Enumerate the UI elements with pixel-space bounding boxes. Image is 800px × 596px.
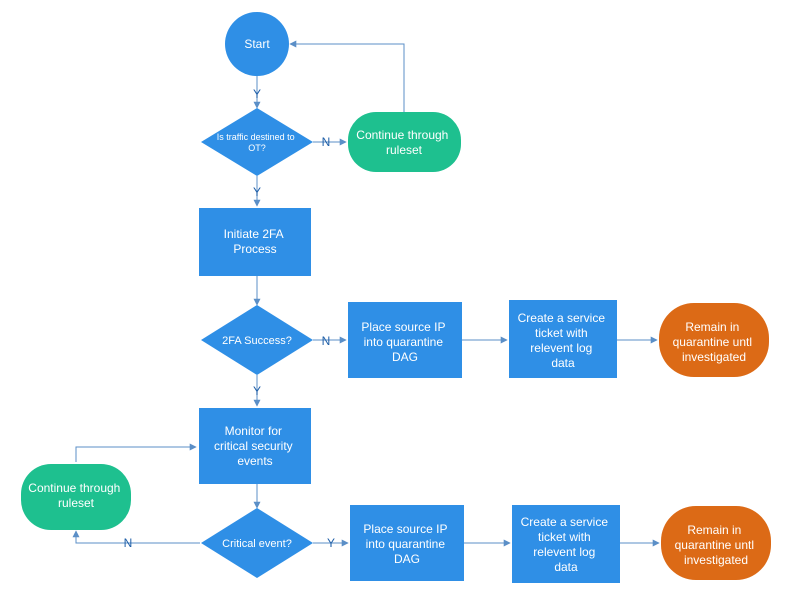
terminal-continue-bottom-line-1: Continue through (28, 481, 120, 495)
edge-label-critical-no: N (124, 536, 133, 550)
terminal-remain-1-line-3: investigated (682, 350, 746, 364)
process-quarantine-1-line-1: Place source IP (361, 320, 445, 334)
decision-critical-event-label: Critical event? (222, 538, 292, 550)
terminal-continue-bottom: Continue through ruleset (21, 464, 131, 530)
process-monitor-line-2: critical security (214, 439, 293, 453)
svg-text:Initiate 2FA Process: Initiate 2FA Process (224, 227, 287, 256)
svg-text:Create a service ticke: Create a service ticket with relevent lo… (521, 515, 612, 574)
nodes: Start Is traffic destined to OT? Continu… (21, 12, 771, 583)
process-ticket-1-line-4: data (551, 356, 575, 370)
edge-label-2fa-yes: Y (253, 384, 261, 398)
edge-labels: Y N Y N Y N Y (124, 87, 335, 550)
process-ticket-2-line-1: Create a service (521, 515, 609, 529)
svg-text:Monitor for critical s: Monitor for critical security events (214, 424, 296, 468)
terminal-continue-bottom-line-2: ruleset (58, 496, 95, 510)
edge-label-ot-yes: Y (253, 185, 261, 199)
process-ticket-2: Create a service ticket with relevent lo… (512, 505, 620, 583)
terminal-remain-1-line-2: quarantine untl (673, 335, 752, 349)
terminal-continue-top: Continue through ruleset (348, 112, 461, 172)
process-monitor-line-3: events (237, 454, 272, 468)
process-monitor: Monitor for critical security events (199, 408, 311, 484)
svg-text:Continue through rules: Continue through ruleset (356, 128, 451, 157)
edge-label-2fa-no: N (322, 334, 331, 348)
decision-traffic-to-ot-line-1: Is traffic destined to (217, 132, 295, 142)
process-ticket-1-line-3: relevent log (530, 341, 592, 355)
process-quarantine-2-line-2: into quarantine (366, 537, 446, 551)
terminal-remain-2-line-1: Remain in (687, 523, 741, 537)
process-initiate-2fa-line-1: Initiate 2FA (224, 227, 284, 241)
node-start: Start (225, 12, 289, 76)
process-ticket-1: Create a service ticket with relevent lo… (509, 300, 617, 378)
edge-label-start-to-ot: Y (253, 87, 261, 101)
edge-label-critical-yes: Y (327, 536, 335, 550)
svg-text:Place source IP into q: Place source IP into quarantine DAG (361, 320, 448, 364)
process-ticket-2-line-3: relevent log (533, 545, 595, 559)
process-quarantine-1: Place source IP into quarantine DAG (348, 302, 462, 378)
terminal-remain-2: Remain in quarantine untl investigated (661, 506, 771, 580)
decision-2fa-success: 2FA Success? (201, 305, 313, 375)
decision-2fa-success-label: 2FA Success? (222, 335, 292, 347)
terminal-continue-top-line-2: ruleset (386, 143, 423, 157)
decision-traffic-to-ot: Is traffic destined to OT? (201, 108, 313, 176)
process-ticket-2-line-2: ticket with (538, 530, 591, 544)
process-quarantine-2-line-3: DAG (394, 552, 420, 566)
process-initiate-2fa: Initiate 2FA Process (199, 208, 311, 276)
edge-label-ot-no: N (322, 135, 331, 149)
process-monitor-line-1: Monitor for (225, 424, 282, 438)
terminal-continue-top-line-1: Continue through (356, 128, 448, 142)
decision-traffic-to-ot-line-2: OT? (248, 143, 266, 153)
process-ticket-2-line-4: data (554, 560, 578, 574)
terminal-remain-2-line-2: quarantine untl (675, 538, 754, 552)
terminal-remain-2-line-3: investigated (684, 553, 748, 567)
connector-continue-to-monitor (75, 443, 197, 462)
process-initiate-2fa-line-2: Process (233, 242, 276, 256)
process-quarantine-1-line-3: DAG (392, 350, 418, 364)
process-quarantine-1-line-2: into quarantine (364, 335, 444, 349)
process-ticket-1-line-1: Create a service (518, 311, 606, 325)
svg-text:Remain in quarantine u: Remain in quarantine untl investigated (675, 523, 758, 567)
decision-critical-event: Critical event? (201, 508, 313, 578)
svg-text:Continue through rules: Continue through ruleset (28, 481, 123, 510)
terminal-remain-1-line-1: Remain in (685, 320, 739, 334)
terminal-remain-1: Remain in quarantine untl investigated (659, 303, 769, 377)
node-start-label: Start (244, 37, 270, 51)
svg-text:Remain in quarantine u: Remain in quarantine untl investigated (673, 320, 756, 364)
svg-text:Create a service ticke: Create a service ticket with relevent lo… (518, 311, 609, 370)
connectors (72, 40, 660, 547)
connector-continue-to-start (289, 40, 405, 112)
connector-critical-to-continue (72, 530, 200, 544)
process-quarantine-2-line-1: Place source IP (363, 522, 447, 536)
svg-text:Place source IP into q: Place source IP into quarantine DAG (363, 522, 450, 566)
process-quarantine-2: Place source IP into quarantine DAG (350, 505, 464, 581)
process-ticket-1-line-2: ticket with (535, 326, 588, 340)
svg-text:Is traffic destined to: Is traffic destined to OT? (217, 132, 297, 153)
